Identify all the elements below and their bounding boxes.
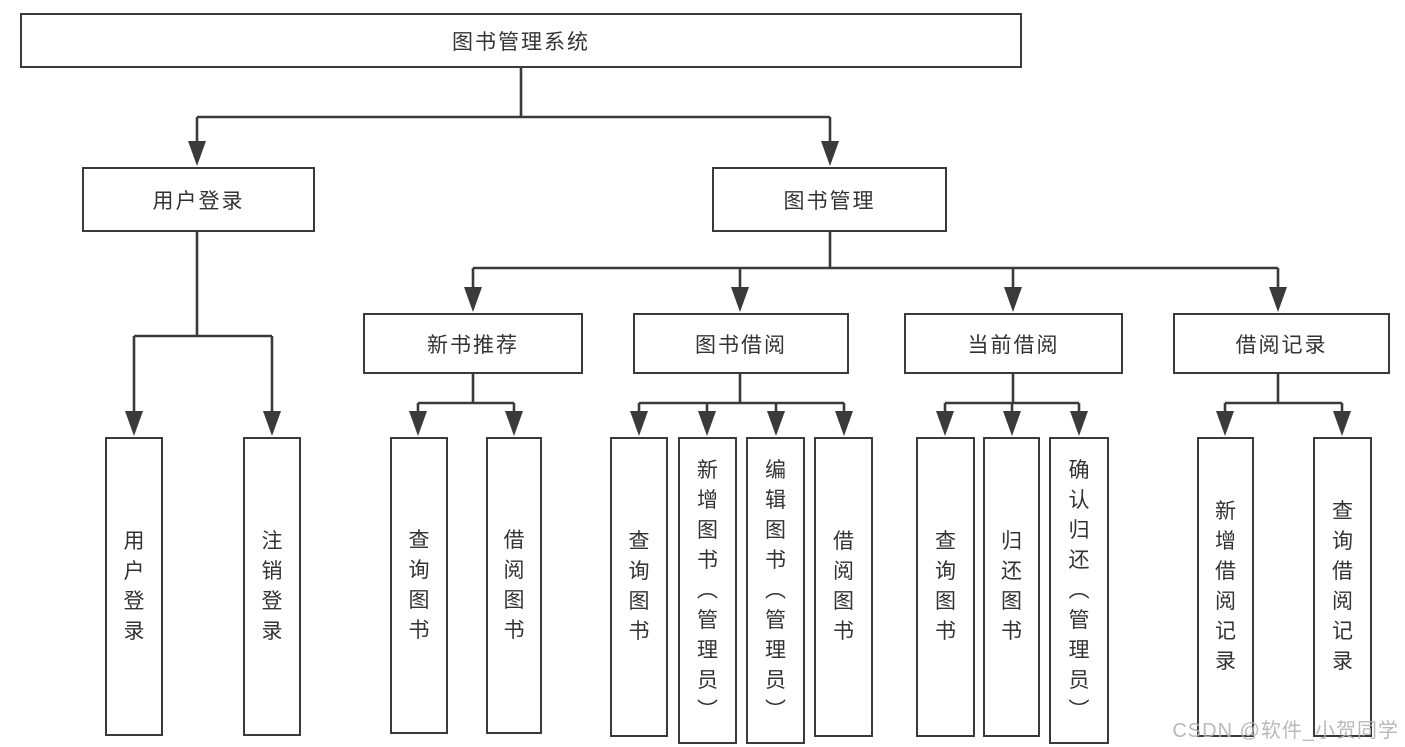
leaf-confirm-return-admin-label: 确认归还︵管理员︶ bbox=[1068, 458, 1090, 722]
leaf-borrow-books-2-label: 借阅图书 bbox=[833, 530, 854, 643]
leaf-borrow-books-1: 借阅图书 bbox=[486, 437, 542, 734]
leaf-query-borrow-record: 查询借阅记录 bbox=[1313, 437, 1372, 737]
csdn-watermark: CSDN @软件_小贺同学 bbox=[1172, 720, 1399, 742]
leaf-borrow-books-2: 借阅图书 bbox=[814, 437, 873, 737]
node-book-borrowing-label: 图书借阅 bbox=[695, 333, 787, 357]
node-new-book-recommend-label: 新书推荐 bbox=[427, 333, 519, 357]
leaf-add-borrow-record: 新增借阅记录 bbox=[1197, 437, 1254, 737]
node-root: 图书管理系统 bbox=[20, 13, 1022, 68]
leaf-logout-label: 注销登录 bbox=[261, 529, 283, 643]
node-borrowing-records: 借阅记录 bbox=[1173, 313, 1390, 374]
leaf-user-login: 用户登录 bbox=[105, 437, 163, 736]
leaf-query-books-3: 查询图书 bbox=[916, 437, 975, 737]
node-new-book-recommend: 新书推荐 bbox=[363, 313, 583, 374]
leaf-query-books-2: 查询图书 bbox=[610, 437, 668, 737]
node-borrowing-records-label: 借阅记录 bbox=[1235, 333, 1328, 357]
node-current-borrowing: 当前借阅 bbox=[904, 313, 1123, 374]
leaf-query-books-1: 查询图书 bbox=[390, 437, 448, 734]
node-user-login: 用户登录 bbox=[82, 167, 315, 232]
leaf-borrow-books-1-label: 借阅图书 bbox=[503, 528, 525, 642]
leaf-query-borrow-record-label: 查询借阅记录 bbox=[1332, 500, 1353, 673]
leaf-return-books: 归还图书 bbox=[983, 437, 1040, 737]
connector-stems bbox=[132, 66, 1344, 432]
leaf-user-login-label: 用户登录 bbox=[123, 529, 145, 643]
node-book-management-label: 图书管理 bbox=[783, 189, 876, 213]
leaf-query-books-3-label: 查询图书 bbox=[935, 530, 956, 643]
leaf-logout: 注销登录 bbox=[243, 437, 301, 736]
leaf-add-books-admin-label: 新增图书︵管理员︶ bbox=[697, 458, 718, 722]
node-current-borrowing-label: 当前借阅 bbox=[967, 333, 1060, 357]
leaf-edit-books-admin-label: 编辑图书︵管理员︶ bbox=[765, 458, 786, 722]
leaf-return-books-label: 归还图书 bbox=[1001, 530, 1022, 643]
leaf-confirm-return-admin: 确认归还︵管理员︶ bbox=[1049, 437, 1109, 744]
node-book-borrowing: 图书借阅 bbox=[633, 313, 849, 374]
node-root-label: 图书管理系统 bbox=[452, 30, 590, 54]
leaf-query-books-2-label: 查询图书 bbox=[628, 530, 650, 643]
leaf-query-books-1-label: 查询图书 bbox=[408, 528, 430, 642]
node-book-management: 图书管理 bbox=[712, 167, 947, 232]
leaf-add-books-admin: 新增图书︵管理员︶ bbox=[678, 437, 737, 744]
leaf-edit-books-admin: 编辑图书︵管理员︶ bbox=[746, 437, 805, 744]
node-user-login-label: 用户登录 bbox=[152, 189, 245, 213]
connector-arrowheads bbox=[125, 141, 1351, 436]
leaf-add-borrow-record-label: 新增借阅记录 bbox=[1215, 500, 1236, 673]
